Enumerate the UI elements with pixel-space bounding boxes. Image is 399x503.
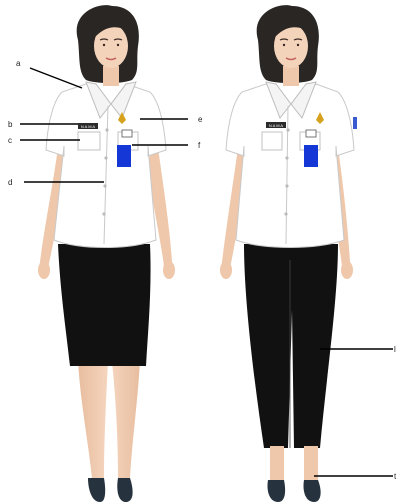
label-f: f <box>198 141 201 150</box>
id-card-clip <box>306 130 316 137</box>
neck <box>283 66 299 86</box>
pointer-a <box>30 68 82 88</box>
shoe-right <box>117 478 132 502</box>
legs <box>78 360 140 478</box>
label-h: t <box>394 472 397 481</box>
id-card <box>304 145 318 167</box>
id-card <box>117 145 131 167</box>
id-card-clip <box>122 130 132 137</box>
skirt <box>58 244 151 366</box>
sleeve-patch <box>353 117 357 129</box>
shoe-left <box>88 478 105 502</box>
shoe-left <box>267 480 285 502</box>
label-d: d <box>8 178 12 187</box>
shirt <box>226 84 354 248</box>
name-tag-text: N A M A <box>81 124 96 129</box>
label-g: l <box>394 345 396 354</box>
shoe-right <box>303 480 320 502</box>
label-c: c <box>8 136 12 145</box>
neck <box>103 66 119 86</box>
label-e: e <box>198 115 203 124</box>
name-tag-text: N A M A <box>269 123 284 128</box>
label-b: b <box>8 120 13 129</box>
figure-trouser-uniform: N A M A <box>220 5 357 502</box>
trousers <box>244 244 338 448</box>
label-a: a <box>16 59 21 68</box>
